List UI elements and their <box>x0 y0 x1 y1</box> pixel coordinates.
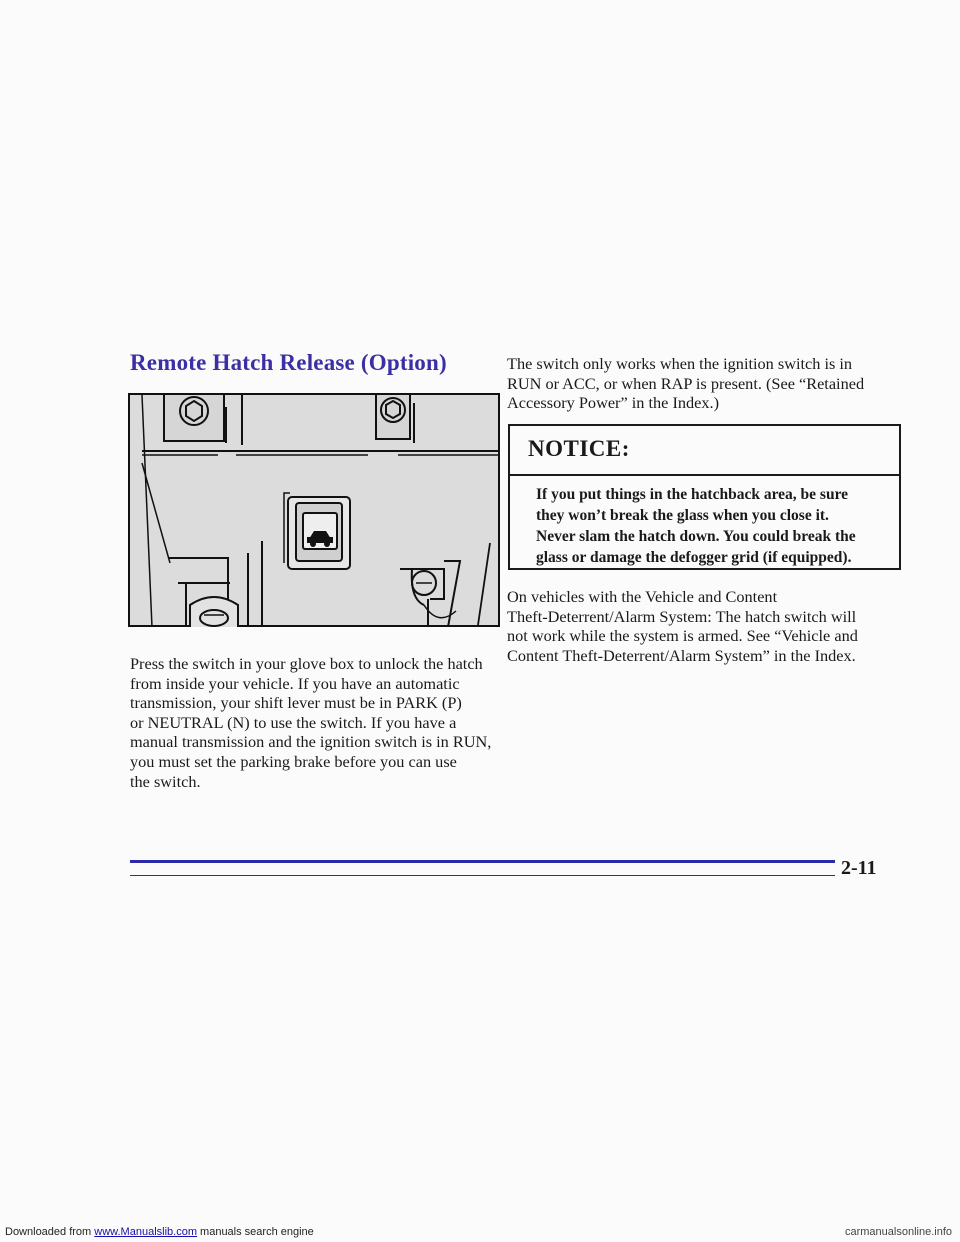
download-notice: Downloaded from www.Manualslib.com manua… <box>5 1226 314 1238</box>
ignition-requirement-text: The switch only works when the ignition … <box>507 354 865 413</box>
notice-box: NOTICE: If you put things in the hatchba… <box>508 424 901 570</box>
footer-rule-thick <box>130 860 835 863</box>
section-heading: Remote Hatch Release (Option) <box>130 350 447 375</box>
glove-box-switch-illustration <box>128 393 500 627</box>
notice-title: NOTICE: <box>528 436 630 461</box>
manualslib-link[interactable]: www.Manualslib.com <box>94 1226 197 1238</box>
footer-rule-thin <box>130 875 835 876</box>
theft-deterrent-text: On vehicles with the Vehicle and Content… <box>507 587 858 665</box>
download-prefix: Downloaded from <box>5 1226 95 1238</box>
hatch-release-instructions: Press the switch in your glove box to un… <box>130 654 492 791</box>
page-number: 2-11 <box>841 857 877 879</box>
watermark: carmanualsonline.info <box>844 1226 952 1238</box>
hatch-release-switch-icon <box>283 492 351 570</box>
download-suffix: manuals search engine <box>196 1226 314 1238</box>
notice-divider <box>510 474 899 476</box>
notice-body: If you put things in the hatchback area,… <box>536 486 856 566</box>
